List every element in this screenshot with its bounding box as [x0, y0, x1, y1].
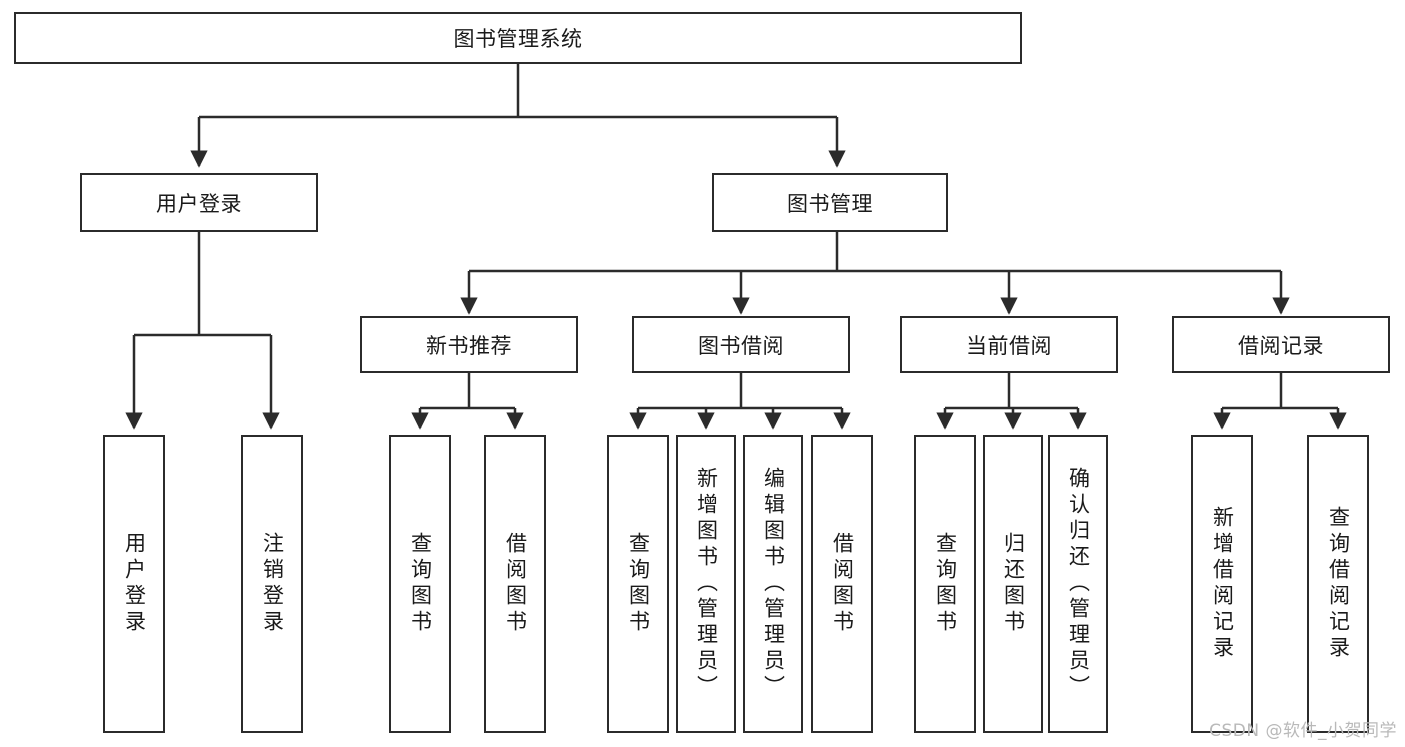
node-leaf-record-query[interactable]: 查询借阅记录: [1307, 435, 1369, 733]
node-new-book-recommend[interactable]: 新书推荐: [360, 316, 578, 373]
node-current-borrow[interactable]: 当前借阅: [900, 316, 1118, 373]
node-root-book-management-system[interactable]: 图书管理系统: [14, 12, 1022, 64]
node-leaf-user-logout[interactable]: 注销登录: [241, 435, 303, 733]
node-label: 新增借阅记录: [1210, 506, 1235, 662]
node-leaf-current-return[interactable]: 归还图书: [983, 435, 1043, 733]
node-label: 新书推荐: [426, 333, 512, 358]
node-label: 借阅记录: [1238, 333, 1324, 358]
node-label: 查询借阅记录: [1326, 506, 1351, 662]
node-leaf-newbook-query[interactable]: 查询图书: [389, 435, 451, 733]
node-borrow-records[interactable]: 借阅记录: [1172, 316, 1390, 373]
csdn-watermark: CSDN @软件_小贺同学: [1209, 721, 1397, 741]
node-label: 用户登录: [122, 532, 147, 636]
node-book-borrow[interactable]: 图书借阅: [632, 316, 850, 373]
node-leaf-borrow-query[interactable]: 查询图书: [607, 435, 669, 733]
node-label: 查询图书: [933, 532, 958, 636]
node-label: 当前借阅: [966, 333, 1052, 358]
node-label: 借阅图书: [503, 532, 528, 636]
node-label: 查询图书: [408, 532, 433, 636]
node-label: 查询图书: [626, 532, 651, 636]
node-leaf-newbook-borrow[interactable]: 借阅图书: [484, 435, 546, 733]
node-leaf-user-login[interactable]: 用户登录: [103, 435, 165, 733]
node-label: 归还图书: [1001, 532, 1026, 636]
node-label: 确认归还（管理员）: [1066, 467, 1091, 701]
node-leaf-record-add[interactable]: 新增借阅记录: [1191, 435, 1253, 733]
node-leaf-current-confirm-return[interactable]: 确认归还（管理员）: [1048, 435, 1108, 733]
node-leaf-borrow-edit-book[interactable]: 编辑图书（管理员）: [743, 435, 803, 733]
node-leaf-borrow-add-book[interactable]: 新增图书（管理员）: [676, 435, 736, 733]
node-book-management[interactable]: 图书管理: [712, 173, 948, 232]
node-label: 用户登录: [156, 191, 242, 216]
node-leaf-current-query[interactable]: 查询图书: [914, 435, 976, 733]
node-label: 图书管理系统: [453, 27, 583, 51]
node-label: 借阅图书: [830, 532, 855, 636]
node-label: 新增图书（管理员）: [694, 467, 719, 701]
node-label: 图书管理: [787, 191, 873, 216]
node-label: 图书借阅: [698, 333, 784, 358]
node-label: 注销登录: [260, 532, 285, 636]
node-label: 编辑图书（管理员）: [761, 467, 786, 701]
node-leaf-borrow-lend-book[interactable]: 借阅图书: [811, 435, 873, 733]
node-user-login[interactable]: 用户登录: [80, 173, 318, 232]
